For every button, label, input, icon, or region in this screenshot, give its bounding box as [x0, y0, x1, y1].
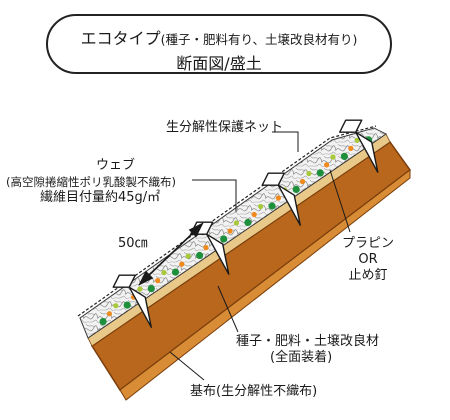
soil-improver-dot — [330, 154, 336, 160]
soil-improver-dot — [161, 270, 167, 276]
fertilizer-dot — [106, 311, 112, 317]
seed-dot — [244, 218, 252, 227]
fertilizer-dot — [348, 145, 354, 151]
label-spacing: 50㎝ — [118, 236, 148, 251]
label-web-name: ウェブ — [96, 158, 136, 173]
seed-dot — [292, 185, 300, 193]
leader-pin — [329, 169, 351, 233]
seed-dot — [99, 318, 107, 326]
anchor-pin — [112, 274, 152, 328]
label-pin-1: プラピン — [341, 236, 394, 251]
seed-dot — [340, 152, 348, 160]
soil-improver-dot — [233, 220, 239, 226]
fertilizer-dot — [227, 228, 233, 234]
fertilizer-dot — [251, 211, 257, 218]
seed-dot — [220, 235, 228, 243]
soil-improver-dot — [137, 286, 143, 292]
fertilizer-dot — [275, 195, 281, 201]
title-frame: エコタイプ(種子・肥料有り、土壌改良材有り) 断面図/盛土 — [46, 14, 392, 74]
web-texture — [80, 128, 386, 338]
leader-base — [169, 351, 205, 381]
title-main: エコタイプ — [80, 29, 161, 48]
diagram-subtitle: 断面図/盛土 — [176, 54, 262, 73]
spacing-arrow — [138, 222, 204, 286]
label-net: 生分解性保護ネット — [166, 120, 284, 135]
leader-lines — [169, 131, 351, 381]
seed-dot — [123, 301, 131, 309]
pin-layer — [112, 119, 379, 328]
label-web-weight: 繊維目付量約45g/㎡ — [40, 190, 161, 205]
seed-dot — [316, 169, 324, 177]
label-pin-2: OR — [358, 252, 378, 267]
soil-improver-dot — [113, 303, 119, 309]
soil-side-face — [119, 168, 411, 401]
seed-dot — [268, 202, 276, 210]
diagram-title: エコタイプ(種子・肥料有り、土壌改良材有り) — [48, 25, 390, 49]
seed-layer — [99, 136, 373, 326]
leader-net — [272, 131, 299, 152]
leader-seed — [217, 285, 239, 333]
soil-improver-dot — [354, 137, 360, 143]
soil-improver-dot — [258, 203, 264, 210]
fertilizer-dot — [299, 178, 306, 185]
leader-web — [192, 179, 237, 212]
seed-dot — [196, 251, 204, 260]
label-pin-3: 止め釘 — [348, 268, 388, 283]
label-web-material: (高空隙捲縮性ポリ乳酸製不織布) — [6, 175, 176, 189]
title-sub: (種子・肥料有り、土壌改良材有り) — [160, 32, 358, 47]
fertilizer-dot — [203, 245, 209, 251]
label-seed: 種子・肥料・土壌改良材 — [236, 334, 380, 349]
fertilizer-dot — [324, 162, 330, 168]
seed-dot — [147, 285, 155, 293]
fertilizer-dot — [179, 261, 185, 267]
protective-net — [77, 125, 377, 317]
fertilizer-dot — [155, 278, 161, 284]
soil-improver-dot — [185, 253, 191, 259]
anchor-pin — [261, 172, 301, 226]
label-base: 基布(生分解性不織布) — [190, 384, 318, 399]
anchor-pin — [339, 119, 379, 173]
seed-dot — [171, 268, 180, 276]
soil-improver-dot — [306, 170, 312, 177]
label-seed-note: (全面装着) — [270, 350, 333, 365]
